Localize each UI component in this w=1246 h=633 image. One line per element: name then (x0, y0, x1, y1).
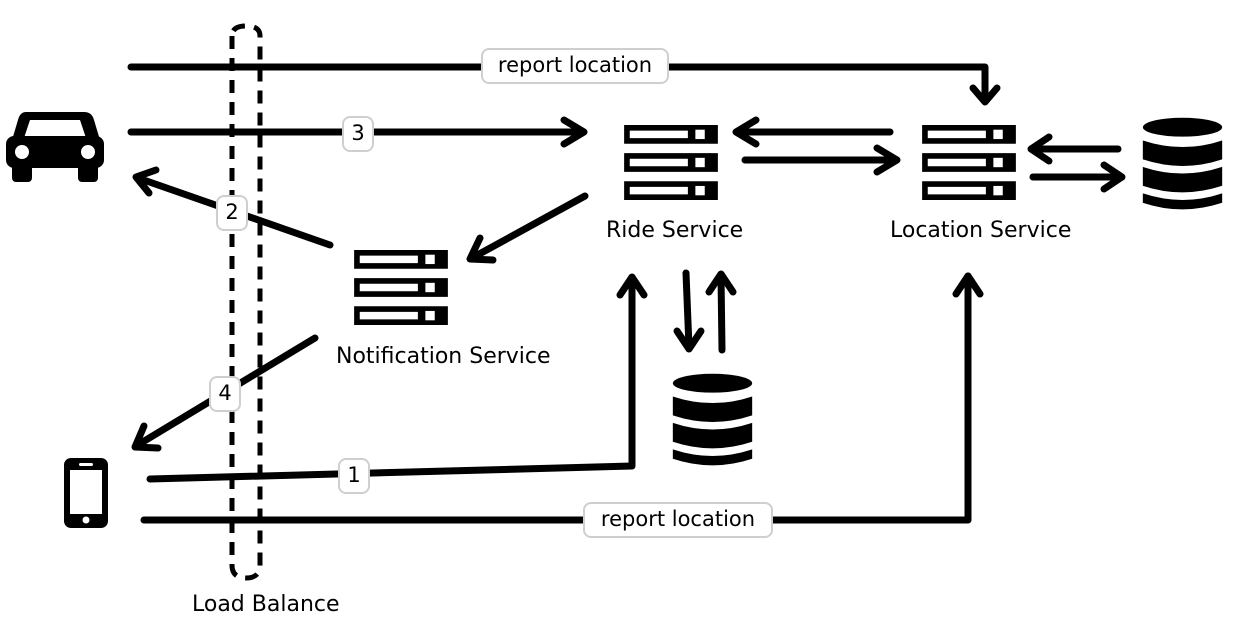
edge-db-to-ride (705, 270, 737, 354)
location-database-icon (1142, 117, 1223, 210)
edge-ride-to-notification (466, 192, 589, 264)
edge-label-driver-report-location: report location (481, 48, 669, 84)
edge-label-step-2: 2 (216, 195, 248, 231)
edge-label-step-4: 4 (209, 376, 241, 412)
location-service-server-icon (922, 125, 1016, 200)
phone-icon (64, 458, 108, 528)
edge-driver-report-location (127, 63, 1001, 106)
ride-service-label: Ride Service (606, 218, 744, 243)
edge-location-to-db (1029, 161, 1126, 193)
notification-service-label: Notification Service (336, 344, 551, 369)
edge-label-step-3: 3 (342, 116, 374, 152)
edge-rider-report-location (140, 272, 984, 524)
edge-step-1 (146, 273, 648, 483)
load-balance-label: Load Balance (192, 592, 340, 617)
edge-ride-to-db (673, 269, 705, 353)
edge-location-to-ride (732, 116, 894, 148)
location-service-label: Location Service (890, 218, 1072, 243)
ride-database-icon (672, 373, 753, 466)
car-icon (6, 112, 104, 182)
edge-ride-to-location (741, 144, 901, 176)
edge-label-rider-report-location: report location (583, 502, 773, 538)
edge-label-step-1: 1 (338, 458, 370, 494)
ride-service-server-icon (624, 125, 718, 200)
edge-db-to-location (1027, 133, 1122, 165)
load-balancer-outline (229, 23, 263, 581)
notification-service-server-icon (354, 250, 448, 325)
